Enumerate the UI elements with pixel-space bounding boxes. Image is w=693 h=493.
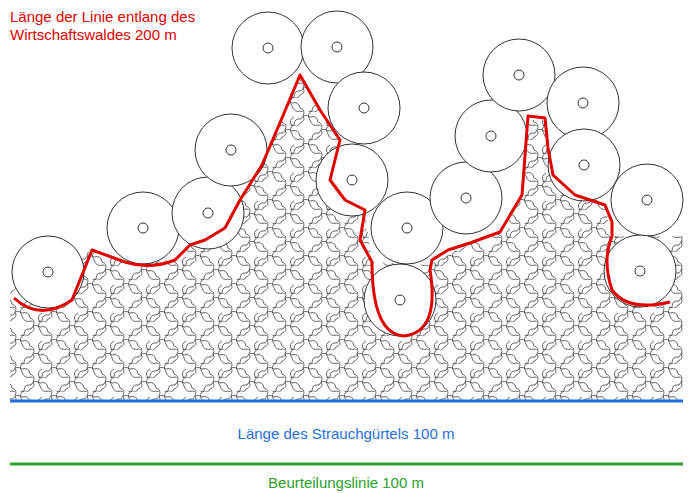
shrub-belt-line [10, 400, 683, 403]
tree-trunk-dot [226, 145, 236, 155]
tree-crown [548, 129, 620, 201]
tree-circles [12, 11, 683, 336]
caption-label: Länge der Linie entlang des Wirtschaftsw… [10, 8, 230, 44]
tree-trunk-dot [43, 267, 53, 277]
assessment-line [10, 463, 683, 466]
tree-trunk-dot [332, 42, 342, 52]
tree-trunk-dot [203, 208, 213, 218]
tree-trunk-dot [402, 223, 412, 233]
tree-trunk-dot [359, 103, 369, 113]
tree-trunk-dot [486, 131, 496, 141]
tree-trunk-dot [347, 175, 357, 185]
forest-edge-line [14, 75, 670, 336]
tree-crown [611, 164, 683, 236]
tree-trunk-dot [461, 193, 471, 203]
shrub-texture [0, 0, 693, 400]
tree-trunk-dot [578, 98, 588, 108]
tree-crown [430, 162, 502, 234]
tree-crown [232, 12, 304, 84]
tree-trunk-dot [395, 295, 405, 305]
tree-crown [328, 72, 400, 144]
tree-crown [604, 235, 676, 307]
tree-crown [316, 144, 388, 216]
tree-trunk-dot [514, 70, 524, 80]
tree-crown [483, 39, 555, 111]
tree-crown [547, 67, 619, 139]
tree-trunk-dot [635, 266, 645, 276]
tree-crown [107, 192, 179, 264]
caption-label: Beurteilungslinie 100 m [268, 474, 424, 492]
caption-label: Länge des Strauchgürtels 100 m [238, 425, 455, 443]
tree-trunk-dot [263, 43, 273, 53]
tree-trunk-dot [579, 160, 589, 170]
tree-trunk-dot [138, 223, 148, 233]
tree-trunk-dot [642, 195, 652, 205]
